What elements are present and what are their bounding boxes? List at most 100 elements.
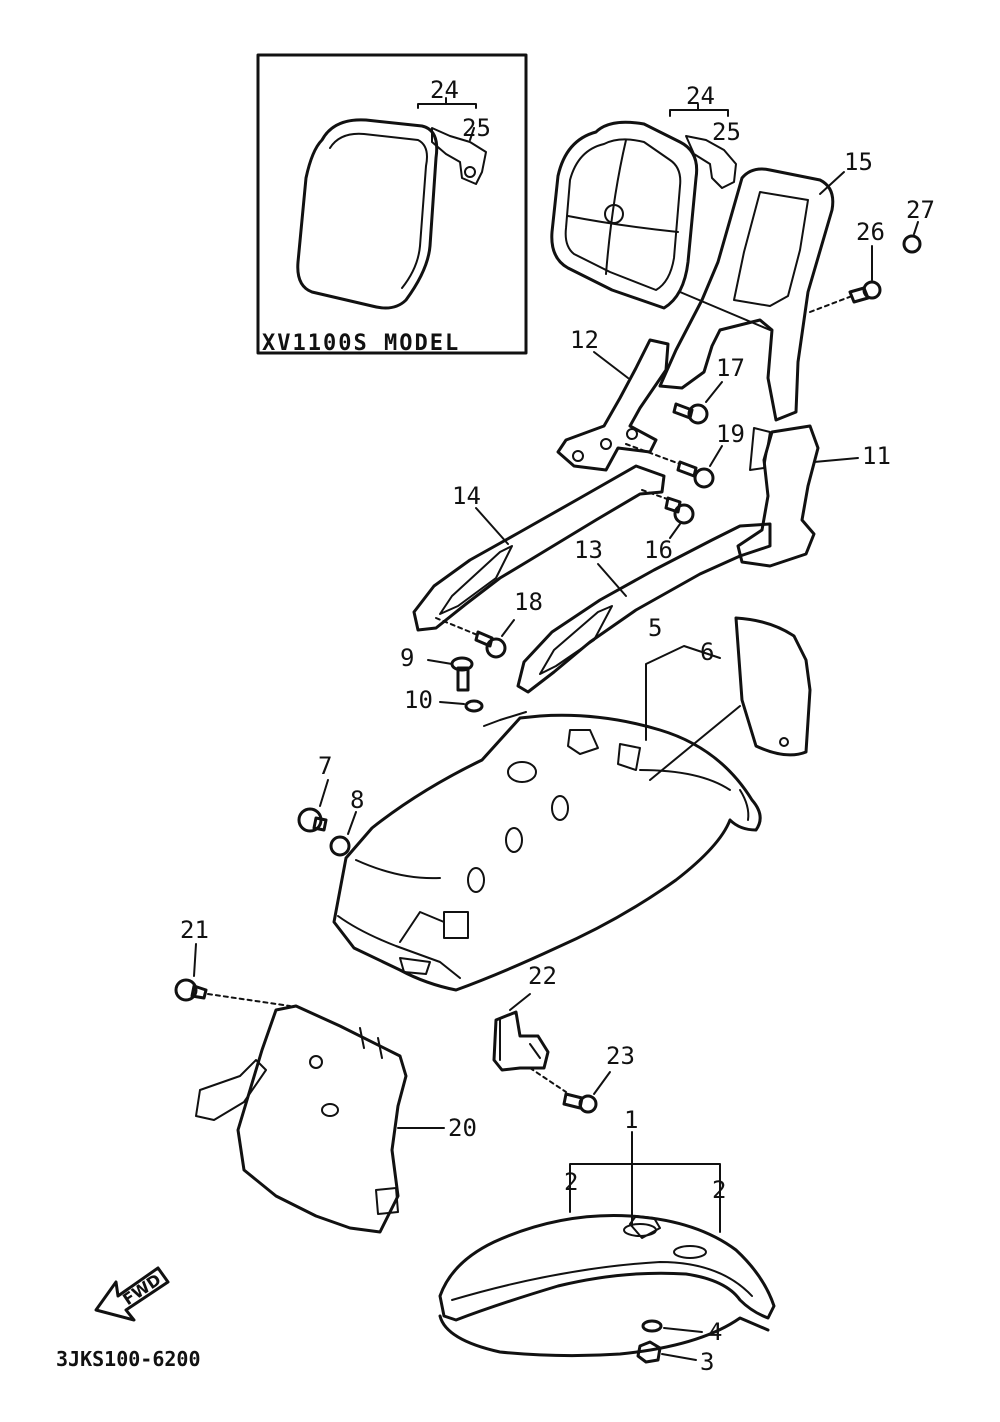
leader-13 [597, 563, 627, 597]
leader-23 [593, 1071, 611, 1095]
rear-fender-body [332, 713, 762, 992]
bolt-18-head [485, 637, 507, 659]
bolt-7-shank [312, 816, 328, 832]
fender-hole-b [551, 795, 569, 821]
callout-8: 8 [350, 786, 364, 814]
flap-6-body [734, 616, 812, 757]
leader-3 [661, 1353, 697, 1361]
callout-20: 20 [448, 1114, 477, 1142]
fender-bracket-20-hole-a [309, 1055, 323, 1069]
bolt-26: 26 [809, 218, 885, 313]
callout-23: 23 [606, 1042, 635, 1070]
fwd-arrow-icon: FWD [94, 1266, 170, 1322]
leader-27 [913, 221, 919, 235]
bolt-16-dash [641, 489, 671, 501]
fender-bracket-20-ridges [359, 1027, 383, 1059]
leader-21 [193, 943, 197, 977]
callout-1: 1 [624, 1106, 638, 1134]
bolt-19-dash [625, 443, 681, 465]
washer-4: 4 [641, 1318, 722, 1346]
callout-24b: 24 [686, 82, 715, 110]
fender-bracket-small [617, 743, 641, 771]
washer-4-ring [641, 1319, 663, 1333]
leader-7 [319, 779, 329, 807]
fender-bracket-20-arm [195, 1059, 267, 1121]
nut-3: 3 [636, 1340, 714, 1376]
leader-17 [705, 381, 723, 403]
backrest-pad-assembly: 24 25 [550, 82, 741, 310]
fender-hole-d [467, 867, 485, 893]
callout-3: 3 [700, 1348, 714, 1376]
bolt-17: 17 [672, 354, 745, 425]
fender-hole-c [505, 827, 523, 853]
front-fender-mount [629, 1215, 661, 1239]
front-fender-hole-b [673, 1245, 707, 1259]
washer-10-ring [464, 699, 484, 713]
callout-9: 9 [400, 644, 414, 672]
inset-bracket-hole [464, 166, 476, 178]
callout-27: 27 [906, 196, 935, 224]
bolt-7: 7 [297, 752, 332, 833]
inset-xv1100s-model: 24 25 XV1100S MODEL [256, 53, 528, 356]
bolt-19-head [693, 467, 715, 489]
grab-bar-13-body [516, 522, 772, 694]
inset-caption: XV1100S MODEL [262, 331, 460, 356]
fender-bracket-20: 20 [195, 1004, 477, 1234]
fender-mount-tab [567, 729, 599, 755]
leader-4 [663, 1327, 703, 1333]
bolt-23-head [578, 1094, 598, 1114]
callout-17: 17 [716, 354, 745, 382]
front-fender-body [438, 1214, 776, 1322]
bracket-11-tab [749, 427, 771, 471]
grab-bar-13-slot [539, 605, 613, 675]
fwd-arrow-shape [94, 1266, 170, 1322]
screw-9-shank [456, 666, 470, 692]
callout-21: 21 [180, 916, 209, 944]
leader-12 [593, 351, 629, 379]
bolt-18-dash [435, 617, 481, 637]
backrest-pad-tufting [567, 139, 679, 275]
bolt-18-shank [474, 630, 494, 648]
callout-2b: 2 [712, 1176, 726, 1204]
leader-9 [427, 659, 453, 665]
callout-7: 7 [318, 752, 332, 780]
nut-3-body [636, 1340, 662, 1364]
front-fender: 1 2 2 [438, 1106, 776, 1358]
grab-bar-13: 13 [516, 522, 772, 694]
leader-10 [439, 701, 465, 705]
callout-12: 12 [570, 326, 599, 354]
inset-bracket [431, 127, 487, 185]
callout-2a: 2 [564, 1168, 578, 1196]
nut-8: 8 [329, 786, 364, 857]
bracket-12: 12 [556, 326, 670, 472]
front-fender-rib [451, 1261, 753, 1301]
leader-18 [501, 619, 515, 637]
bolt-23: 23 [529, 1042, 635, 1114]
backrest-frame-window [733, 191, 809, 307]
flap-6-hole [779, 737, 789, 747]
screw-9: 9 [400, 644, 474, 692]
callout-13: 13 [574, 536, 603, 564]
bolt-16-head [673, 503, 695, 525]
callout-16: 16 [644, 536, 673, 564]
bolt-19: 19 [625, 420, 745, 489]
nut-27: 27 [902, 196, 935, 254]
bolt-19-shank [676, 460, 698, 478]
bolt-16-shank [664, 496, 682, 514]
clamp-22-body [492, 1010, 550, 1072]
fender-bracket-20-body [236, 1004, 408, 1234]
bolt-18: 18 [435, 588, 543, 659]
inset-bracket-group-line [417, 97, 477, 109]
fender-edge-detail [483, 711, 527, 727]
fender-mount-plate [443, 911, 469, 939]
callout-11: 11 [862, 442, 891, 470]
fwd-badge-text: FWD [119, 1270, 164, 1309]
fender-hole-a [507, 761, 537, 783]
bracket-12-hole-b [600, 438, 612, 450]
rear-fender [332, 711, 762, 992]
callout-15: 15 [844, 148, 873, 176]
callout-22: 22 [528, 962, 557, 990]
clamp-22: 22 [492, 962, 557, 1072]
inset-backrest-pad [296, 118, 439, 310]
